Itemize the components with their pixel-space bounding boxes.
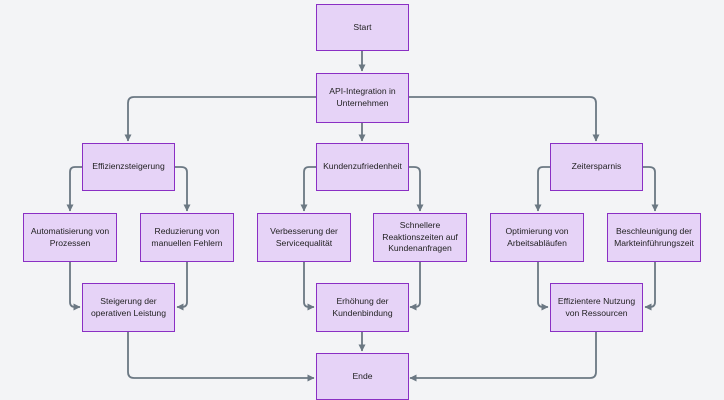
- edge-api-effizienz: [124, 96, 316, 142]
- node-optimierung: Optimierung von Arbeitsabläufen: [490, 213, 584, 262]
- edge-kunden-schnellere: [408, 166, 424, 212]
- edge-verbesserung-erhoehung: [303, 262, 315, 311]
- edge-beschleunigung-effizientere: [644, 262, 656, 311]
- node-steigerung: Steigerung der operativen Leistung: [82, 283, 175, 332]
- node-schnellere-reaktionszeiten: Schnellere Reaktionszeiten auf Kundenanf…: [373, 213, 467, 262]
- edge-steigerung-ende: [127, 332, 315, 382]
- node-ende: Ende: [316, 353, 409, 400]
- node-effizienzsteigerung: Effizienzsteigerung: [82, 143, 175, 191]
- node-start: Start: [316, 4, 409, 51]
- node-reduzierung: Reduzierung von manuellen Fehlern: [140, 213, 234, 262]
- node-verbesserung: Verbesserung der Servicequalität: [257, 213, 351, 262]
- node-erhoehung: Erhöhung der Kundenbindung: [316, 283, 409, 332]
- node-kundenzufriedenheit: Kundenzufriedenheit: [316, 143, 409, 191]
- node-beschleunigung: Beschleunigung der Markteinführungszeit: [607, 213, 701, 262]
- edge-optimierung-effizientere: [537, 262, 549, 311]
- edge-zeit-optimierung: [534, 166, 550, 212]
- node-effizientere-nutzung: Effizientere Nutzung von Ressourcen: [550, 283, 643, 332]
- node-api-integration: API-Integration in Unternehmen: [316, 73, 409, 123]
- edge-automatisierung-steigerung: [69, 262, 81, 311]
- edge-effizienz-reduzierung: [174, 166, 191, 212]
- edge-kunden-verbesserung: [300, 166, 316, 212]
- edge-effizientere-ende: [409, 332, 597, 382]
- node-zeitersparnis: Zeitersparnis: [550, 143, 643, 191]
- edge-api-zeit: [408, 96, 600, 142]
- edge-schnellere-erhoehung: [409, 262, 421, 311]
- node-automatisierung: Automatisierung von Prozessen: [23, 213, 117, 262]
- edge-effizienz-automatisierung: [66, 166, 82, 212]
- edge-reduzierung-steigerung: [176, 262, 188, 311]
- edge-zeit-beschleunigung: [642, 166, 659, 212]
